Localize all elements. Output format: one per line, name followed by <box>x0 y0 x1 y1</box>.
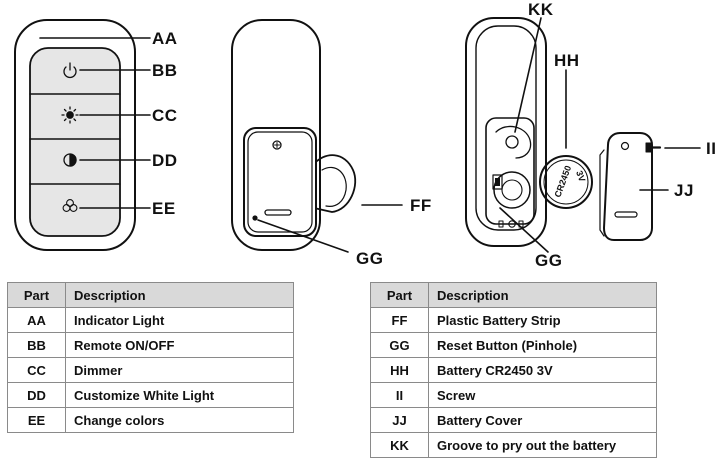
table-row: CC Dimmer <box>7 357 294 383</box>
header-part: Part <box>370 282 429 308</box>
cell-part: FF <box>370 307 429 333</box>
power-icon <box>63 62 77 79</box>
table-row: KK Groove to pry out the battery <box>370 432 657 458</box>
brightness-icon <box>61 106 79 124</box>
callout-jj: JJ <box>674 181 694 200</box>
remote-open <box>465 17 701 253</box>
callout-ii: II <box>706 139 716 158</box>
callout-kk: KK <box>528 0 554 19</box>
cell-part: HH <box>370 357 429 383</box>
table-row: DD Customize White Light <box>7 382 294 408</box>
table-row: HH Battery CR2450 3V <box>370 357 657 383</box>
cell-description: Remote ON/OFF <box>65 332 294 358</box>
color-wheel-icon <box>62 199 78 212</box>
cell-description: Battery Cover <box>428 407 657 433</box>
callout-aa: AA <box>152 29 178 48</box>
cell-description: Indicator Light <box>65 307 294 333</box>
header-description: Description <box>428 282 657 308</box>
callout-bb: BB <box>152 61 178 80</box>
table-row: II Screw <box>370 382 657 408</box>
table-row: JJ Battery Cover <box>370 407 657 433</box>
table-row: BB Remote ON/OFF <box>7 332 294 358</box>
cell-part: AA <box>7 307 66 333</box>
cell-description: Dimmer <box>65 357 294 383</box>
cell-part: II <box>370 382 429 408</box>
screw <box>645 142 662 153</box>
cell-description: Reset Button (Pinhole) <box>428 332 657 358</box>
battery-cover <box>599 132 653 241</box>
table-header-row: Part Description <box>370 282 657 308</box>
remote-back <box>231 19 403 253</box>
callout-gg-right: GG <box>535 251 562 270</box>
cell-part: KK <box>370 432 429 458</box>
cell-description: Screw <box>428 382 657 408</box>
remote-diagram: AA BB CC DD EE FF GG KK HH II JJ GG CR24… <box>14 0 716 270</box>
callout-gg-left: GG <box>356 249 383 268</box>
table-row: FF Plastic Battery Strip <box>370 307 657 333</box>
battery-cr2450 <box>539 155 593 209</box>
table-row: EE Change colors <box>7 407 294 433</box>
header-description: Description <box>65 282 294 308</box>
cell-part: JJ <box>370 407 429 433</box>
cell-part: CC <box>7 357 66 383</box>
cell-description: Groove to pry out the battery <box>428 432 657 458</box>
cell-description: Plastic Battery Strip <box>428 307 657 333</box>
table-header-row: Part Description <box>7 282 294 308</box>
header-part: Part <box>7 282 66 308</box>
parts-table-front: Part Description AA Indicator Light BB R… <box>7 282 294 433</box>
color-temperature-icon <box>63 153 77 167</box>
callout-ff: FF <box>410 196 432 215</box>
callout-ee: EE <box>152 199 176 218</box>
cell-description: Battery CR2450 3V <box>428 357 657 383</box>
cell-part: BB <box>7 332 66 358</box>
cell-description: Change colors <box>65 407 294 433</box>
cell-description: Customize White Light <box>65 382 294 408</box>
callout-dd: DD <box>152 151 178 170</box>
remote-front <box>14 19 151 251</box>
parts-table-back: Part Description FF Plastic Battery Stri… <box>370 282 657 458</box>
battery-voltage-text: 3V <box>574 169 587 183</box>
cell-part: EE <box>7 407 66 433</box>
table-row: GG Reset Button (Pinhole) <box>370 332 657 358</box>
table-row: AA Indicator Light <box>7 307 294 333</box>
battery-model-text: CR2450 <box>552 164 573 198</box>
callout-hh: HH <box>554 51 580 70</box>
cell-part: GG <box>370 332 429 358</box>
cell-part: DD <box>7 382 66 408</box>
callout-cc: CC <box>152 106 178 125</box>
